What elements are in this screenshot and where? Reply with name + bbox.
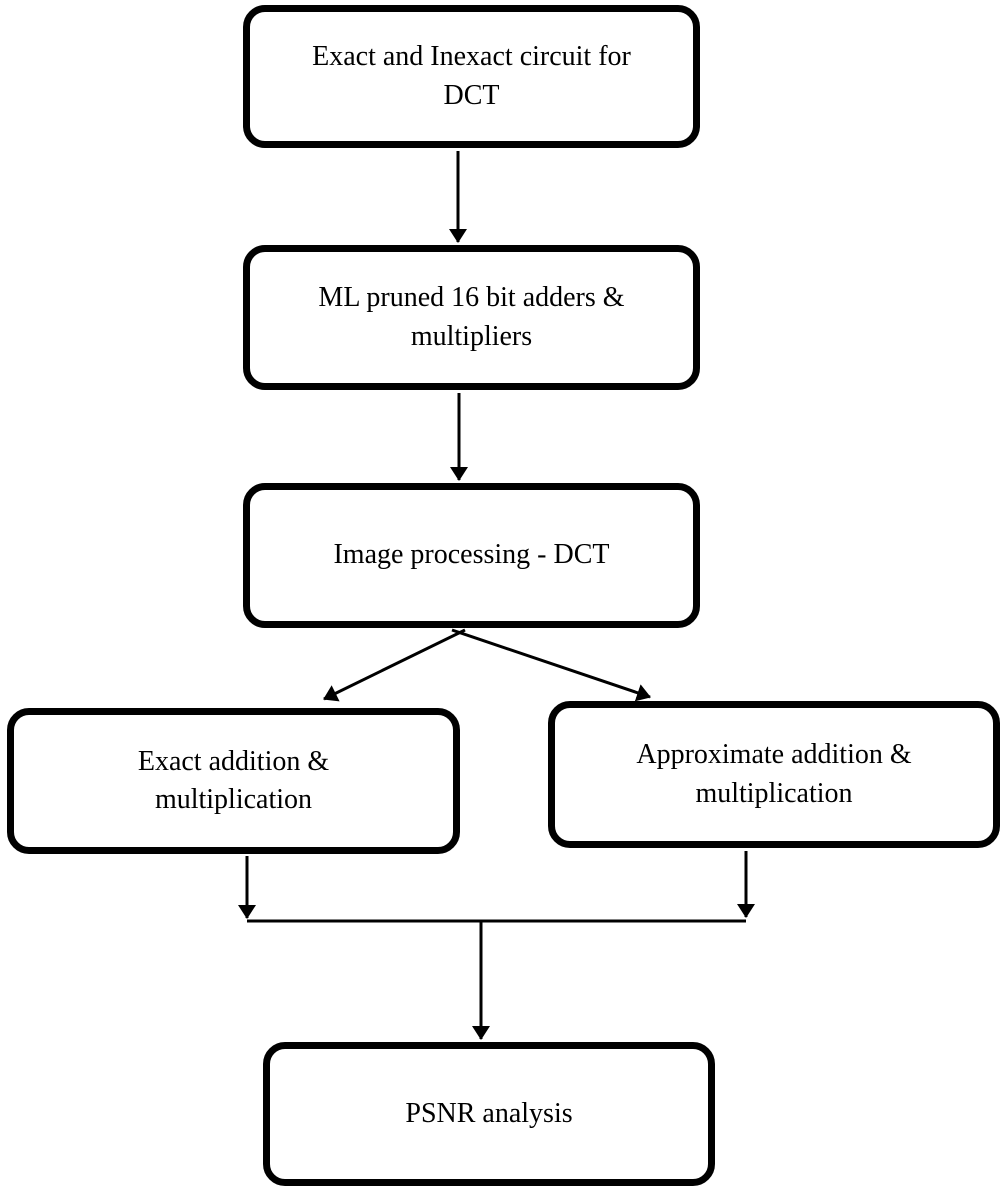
node-ml-pruned-adders: ML pruned 16 bit adders & multipliers: [243, 245, 700, 390]
node-exact-inexact-circuit: Exact and Inexact circuit for DCT: [243, 5, 700, 148]
node-image-processing-dct: Image processing - DCT: [243, 483, 700, 628]
node-psnr-analysis: PSNR analysis: [263, 1042, 715, 1186]
arrow-dct-to-approx: [451, 628, 651, 702]
node-exact-addition: Exact addition & multiplication: [7, 708, 460, 854]
arrow-dct-to-exact: [323, 628, 466, 702]
node-approximate-addition: Approximate addition & multiplication: [548, 701, 1000, 848]
